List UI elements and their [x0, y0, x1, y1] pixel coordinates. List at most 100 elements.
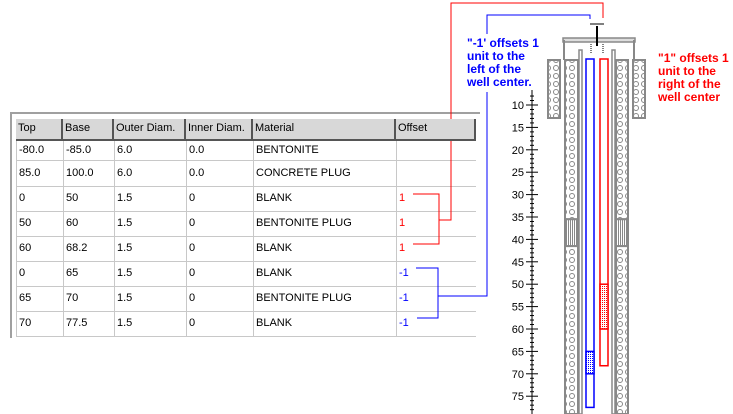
cell-material[interactable]: BLANK	[253, 186, 396, 211]
note-line: "1" offsets 1	[658, 51, 729, 65]
cell-outer[interactable]: 1.5	[114, 186, 186, 211]
cell-inner[interactable]: 0	[186, 186, 253, 211]
cell-offset[interactable]: -1	[396, 261, 476, 286]
cell-inner[interactable]: 0.0	[186, 141, 253, 160]
backfill	[564, 59, 579, 221]
cell-offset[interactable]: 1	[396, 186, 476, 211]
depth-label: 60	[512, 324, 524, 336]
cell-inner[interactable]: 0.0	[186, 161, 253, 186]
depth-label: 35	[512, 212, 524, 224]
blue-well-screen	[585, 350, 595, 375]
cell-offset[interactable]	[396, 161, 476, 186]
depth-label: 75	[512, 391, 524, 403]
cell-offset[interactable]: -1	[396, 286, 476, 311]
cell-material[interactable]: CONCRETE PLUG	[253, 161, 396, 186]
cell-base[interactable]: 50	[63, 186, 114, 211]
note-line: unit to the	[467, 49, 525, 63]
cell-offset[interactable]: -1	[396, 311, 476, 336]
blue-bracket	[416, 267, 439, 319]
cell-inner[interactable]: 0	[186, 311, 253, 336]
cell-offset[interactable]: 1	[396, 236, 476, 261]
cell-base[interactable]: 68.2	[63, 236, 114, 261]
cell-top[interactable]: -80.0	[16, 141, 63, 160]
cell-material[interactable]: BENTONITE PLUG	[253, 286, 396, 311]
note-line: right of the	[658, 77, 721, 91]
column-header-outer[interactable]: Outer Diam.	[114, 119, 186, 141]
blue-connector	[438, 92, 488, 297]
cell-material[interactable]: BENTONITE	[253, 141, 396, 160]
cell-offset[interactable]	[396, 141, 476, 160]
casing-wall-left	[578, 49, 583, 414]
casing-wall-right	[611, 49, 616, 414]
cell-outer[interactable]: 1.5	[114, 211, 186, 236]
column-header-base[interactable]: Base	[63, 119, 114, 141]
cell-inner[interactable]: 0	[186, 236, 253, 261]
cell-outer[interactable]: 1.5	[114, 236, 186, 261]
cell-top[interactable]: 85.0	[16, 161, 63, 186]
cell-outer[interactable]: 1.5	[114, 311, 186, 336]
note-line: well center	[658, 90, 721, 104]
cell-material[interactable]: BENTONITE PLUG	[253, 211, 396, 236]
depth-label: 40	[512, 234, 524, 246]
cell-outer[interactable]: 6.0	[114, 161, 186, 186]
depth-label: 55	[512, 302, 524, 314]
bentonite-seal	[615, 218, 629, 248]
cell-material[interactable]: BLANK	[253, 311, 396, 336]
cell-outer[interactable]: 1.5	[114, 286, 186, 311]
cell-inner[interactable]: 0	[186, 211, 253, 236]
note-line: well center.	[467, 75, 532, 89]
cell-base[interactable]: 100.0	[63, 161, 114, 186]
cell-offset[interactable]: 1	[396, 211, 476, 236]
cell-base[interactable]: 77.5	[63, 311, 114, 336]
red-well-screen	[599, 283, 609, 330]
column-header-offset[interactable]: Offset	[396, 119, 476, 141]
cell-material[interactable]: BLANK	[253, 236, 396, 261]
cell-outer[interactable]: 1.5	[114, 261, 186, 286]
depth-label: 50	[512, 279, 524, 291]
cell-inner[interactable]: 0	[186, 286, 253, 311]
cell-material[interactable]: BLANK	[253, 261, 396, 286]
cell-base[interactable]: 65	[63, 261, 114, 286]
cell-top[interactable]: 70	[16, 311, 63, 336]
note-line: "-1' offsets 1	[467, 36, 539, 50]
cell-top[interactable]: 65	[16, 286, 63, 311]
column-header-inner[interactable]: Inner Diam.	[186, 119, 253, 141]
depth-label: 10	[512, 100, 524, 112]
cell-top[interactable]: 50	[16, 211, 63, 236]
bentonite-seal	[564, 218, 579, 248]
cell-base[interactable]: -85.0	[63, 141, 114, 160]
depth-label: 70	[512, 369, 524, 381]
filter-pack	[615, 245, 629, 414]
cell-top[interactable]: 60	[16, 236, 63, 261]
cell-top[interactable]: 0	[16, 261, 63, 286]
depth-label: 25	[512, 167, 524, 179]
backfill	[615, 59, 629, 221]
depth-label: 45	[512, 257, 524, 269]
cell-base[interactable]: 60	[63, 211, 114, 236]
surface-seal-left	[547, 59, 561, 119]
column-header-top[interactable]: Top	[16, 119, 63, 141]
cell-top[interactable]: 0	[16, 186, 63, 211]
cell-inner[interactable]: 0	[186, 261, 253, 286]
blue-well-pipe	[585, 58, 595, 409]
red-bracket	[413, 193, 440, 245]
left-offset-note: "-1' offsets 1 unit to the left of the w…	[467, 37, 539, 89]
cell-outer[interactable]: 6.0	[114, 141, 186, 160]
column-header-material[interactable]: Material	[253, 119, 396, 141]
note-line: left of the	[467, 62, 521, 76]
red-well-pipe	[599, 58, 609, 367]
note-line: unit to the	[658, 64, 716, 78]
blue-connector-top	[486, 14, 591, 34]
depth-label: 30	[512, 190, 524, 202]
cell-base[interactable]: 70	[63, 286, 114, 311]
